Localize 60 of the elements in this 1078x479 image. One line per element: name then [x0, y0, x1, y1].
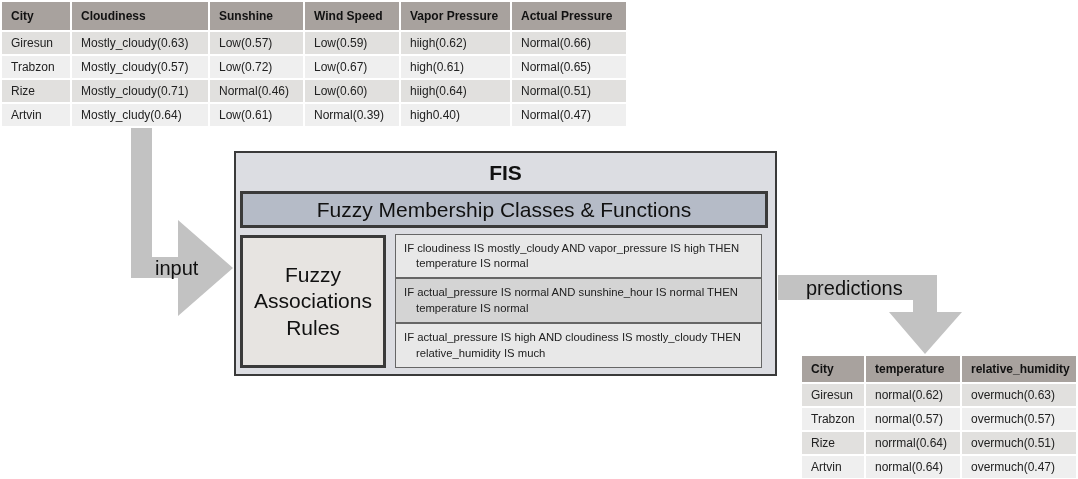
table-cell: Mostly_cloudy(0.57) [72, 56, 208, 78]
column-header: City [2, 2, 70, 30]
data-table [802, 356, 1076, 478]
table-cell: Low(0.57) [210, 32, 303, 54]
table-cell: Artvin [2, 104, 70, 126]
table-cell: hiigh(0.62) [401, 32, 510, 54]
column-header: Vapor Pressure [401, 2, 510, 30]
box-label: Fuzzy Associations Rules [253, 262, 373, 341]
block-arrow [131, 128, 233, 316]
table-cell: Mostly_cloudy(0.63) [72, 32, 208, 54]
table-cell: normal(0.57) [866, 408, 960, 430]
table-cell: Artvin [802, 456, 864, 478]
table-cell: high(0.61) [401, 56, 510, 78]
table-cell: normal(0.62) [866, 384, 960, 406]
table-cell: Trabzon [2, 56, 70, 78]
data-table [2, 2, 626, 126]
table-cell: overmuch(0.63) [962, 384, 1076, 406]
table-cell: overmuch(0.47) [962, 456, 1076, 478]
table-cell: Normal(0.65) [512, 56, 626, 78]
column-header: Actual Pressure [512, 2, 626, 30]
table-cell: overmuch(0.51) [962, 432, 1076, 454]
table-cell: Normal(0.66) [512, 32, 626, 54]
band-label: Fuzzy Membership Classes & Functions [316, 197, 692, 222]
rule-text: IF actual_pressure IS normal AND sunshine_hour IS normal THEN temperature IS normal [404, 285, 739, 316]
panel-title: FIS [488, 161, 523, 185]
block-arrow [778, 275, 962, 354]
table-cell: Rize [802, 432, 864, 454]
rule-text: IF cloudiness IS mostly_cloudy AND vapor_pressure IS high THEN temperature IS normal [404, 240, 741, 271]
column-header: Cloudiness [72, 2, 208, 30]
table-cell: Low(0.59) [305, 32, 399, 54]
table-cell: Trabzon [802, 408, 864, 430]
table-cell: Giresun [802, 384, 864, 406]
edge-label: predictions [806, 278, 903, 298]
header-band [240, 191, 768, 228]
table-cell: normal(0.64) [866, 456, 960, 478]
rules-box [240, 235, 386, 368]
column-header: Wind Speed [305, 2, 399, 30]
column-header: temperature [866, 356, 960, 382]
table-cell: norrmal(0.64) [866, 432, 960, 454]
column-header: Sunshine [210, 2, 303, 30]
table-cell: Low(0.72) [210, 56, 303, 78]
table-cell: Low(0.60) [305, 80, 399, 102]
table-cell: Normal(0.47) [512, 104, 626, 126]
system-panel [234, 151, 777, 376]
table-cell: overmuch(0.57) [962, 408, 1076, 430]
table-cell: high0.40) [401, 104, 510, 126]
table-cell: Normal(0.39) [305, 104, 399, 126]
table-cell: Mostly_cludy(0.64) [72, 104, 208, 126]
table-cell: hiigh(0.64) [401, 80, 510, 102]
table-cell: Giresun [2, 32, 70, 54]
column-header: relative_humidity [962, 356, 1076, 382]
column-header: City [802, 356, 864, 382]
table-cell: Normal(0.51) [512, 80, 626, 102]
edge-label: input [155, 258, 199, 278]
table-cell: Low(0.61) [210, 104, 303, 126]
table-cell: Mostly_cloudy(0.71) [72, 80, 208, 102]
table-cell: Normal(0.46) [210, 80, 303, 102]
table-cell: Low(0.67) [305, 56, 399, 78]
rule-text: IF actual_pressure IS high AND cloudiness IS mostly_cloudy THEN relative_humidity IS much [404, 330, 742, 361]
table-cell: Rize [2, 80, 70, 102]
